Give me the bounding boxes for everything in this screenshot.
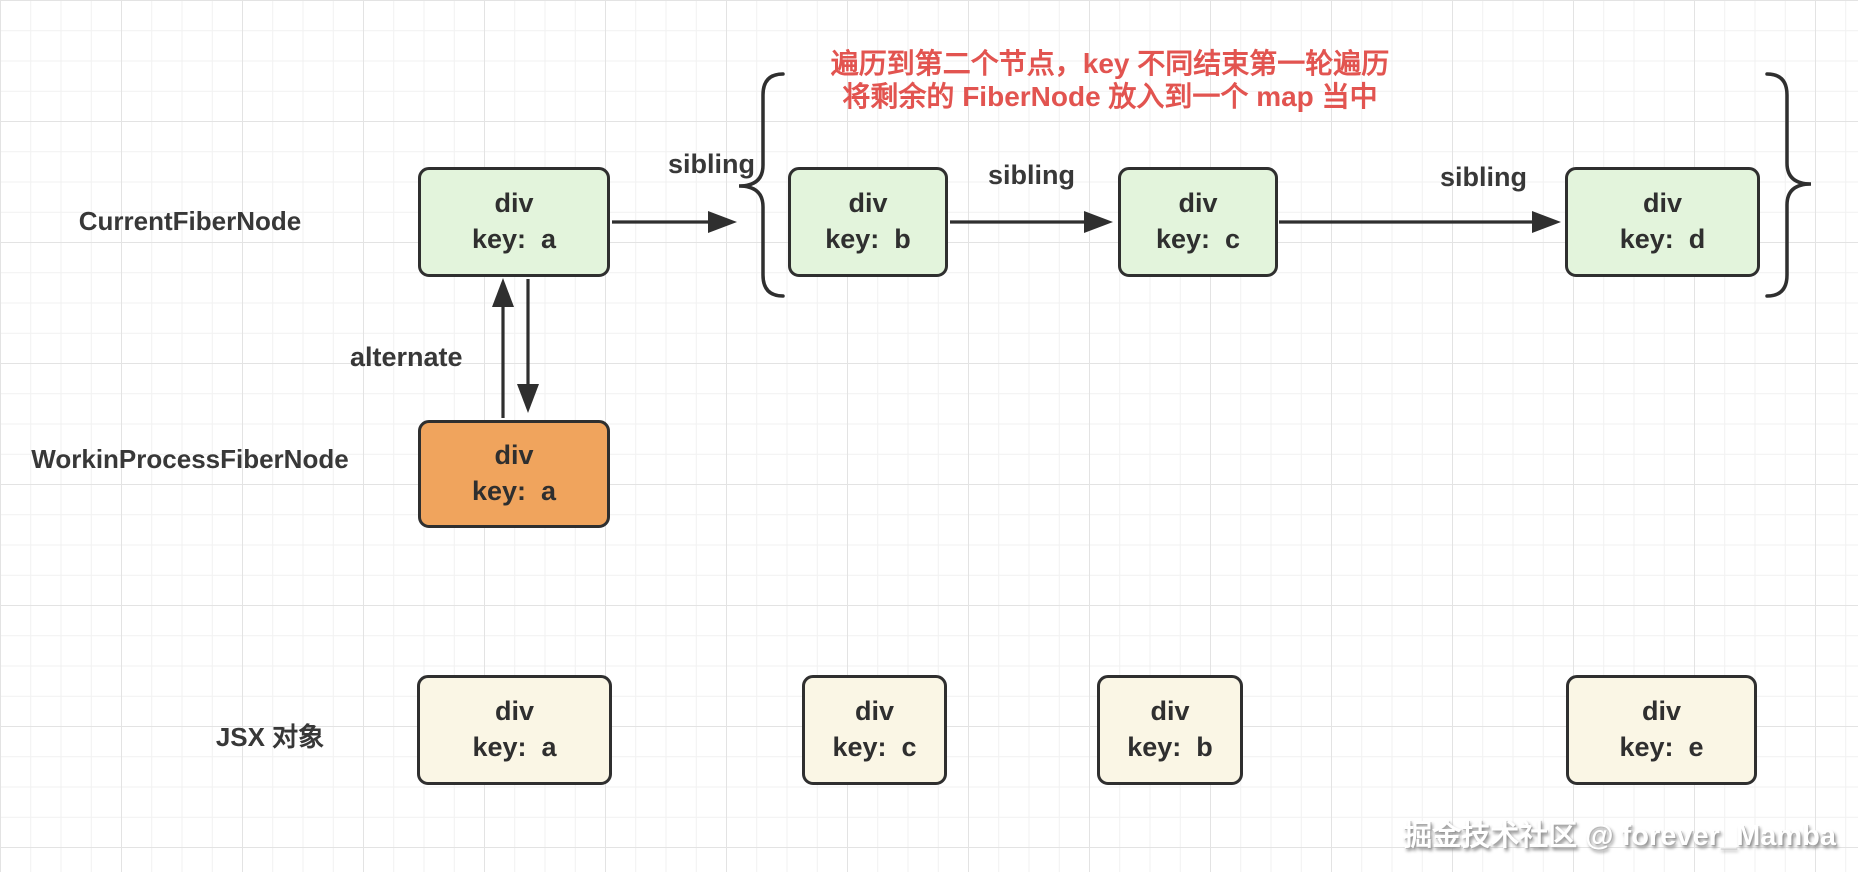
node-tag: div xyxy=(854,696,894,727)
jsx-node-b: div key: b xyxy=(1097,675,1243,785)
node-tag: div xyxy=(1150,696,1190,727)
alternate-label: alternate xyxy=(350,342,463,372)
alternate-arrow-up xyxy=(492,278,514,418)
jsx-node-a: div key: a xyxy=(417,675,612,785)
node-key: key: d xyxy=(1619,224,1706,254)
alternate-arrow-down xyxy=(517,279,539,413)
sibling-arrow-a-b xyxy=(612,211,737,233)
sibling-label-2: sibling xyxy=(988,160,1075,190)
right-brace xyxy=(1765,72,1812,298)
annotation-text: 遍历到第二个节点，key 不同结束第一轮遍历 将剩余的 FiberNode 放入… xyxy=(740,47,1480,113)
node-key: key: a xyxy=(471,224,557,254)
left-brace xyxy=(738,72,785,298)
node-key: key: c xyxy=(1155,224,1241,254)
node-key: key: b xyxy=(825,224,911,254)
watermark: 掘金技术社区 @ forever_Mamba xyxy=(1403,820,1836,852)
wip-fiber-node-a: div key: a xyxy=(418,420,610,528)
row-label-workinprocess-fiber-node: WorkinProcessFiberNode xyxy=(31,444,349,474)
current-fiber-node-c: div key: c xyxy=(1118,167,1278,277)
node-key: key: a xyxy=(471,476,557,506)
node-key: key: c xyxy=(832,732,917,762)
node-key: key: a xyxy=(472,732,557,762)
node-tag: div xyxy=(494,440,534,471)
sibling-label-1: sibling xyxy=(668,149,755,179)
annotation-line-2: 将剩余的 FiberNode 放入到一个 map 当中 xyxy=(842,81,1378,112)
row-label-current-fiber-node: CurrentFiberNode xyxy=(78,206,302,236)
sibling-arrow-b-c xyxy=(950,211,1113,233)
node-key: key: b xyxy=(1127,732,1213,762)
node-tag: div xyxy=(494,188,534,219)
node-tag: div xyxy=(848,188,888,219)
node-key: key: e xyxy=(1619,732,1704,762)
jsx-node-c: div key: c xyxy=(802,675,947,785)
current-fiber-node-b: div key: b xyxy=(788,167,948,277)
node-tag: div xyxy=(1178,188,1218,219)
sibling-arrow-c-d xyxy=(1279,211,1561,233)
jsx-node-e: div key: e xyxy=(1566,675,1757,785)
annotation-line-1: 遍历到第二个节点，key 不同结束第一轮遍历 xyxy=(830,48,1390,79)
current-fiber-node-a: div key: a xyxy=(418,167,610,277)
row-label-jsx-object: JSX 对象 xyxy=(215,722,325,752)
current-fiber-node-d: div key: d xyxy=(1565,167,1760,277)
node-tag: div xyxy=(494,696,534,727)
node-tag: div xyxy=(1642,188,1682,219)
sibling-label-3: sibling xyxy=(1440,162,1527,192)
node-tag: div xyxy=(1641,696,1681,727)
